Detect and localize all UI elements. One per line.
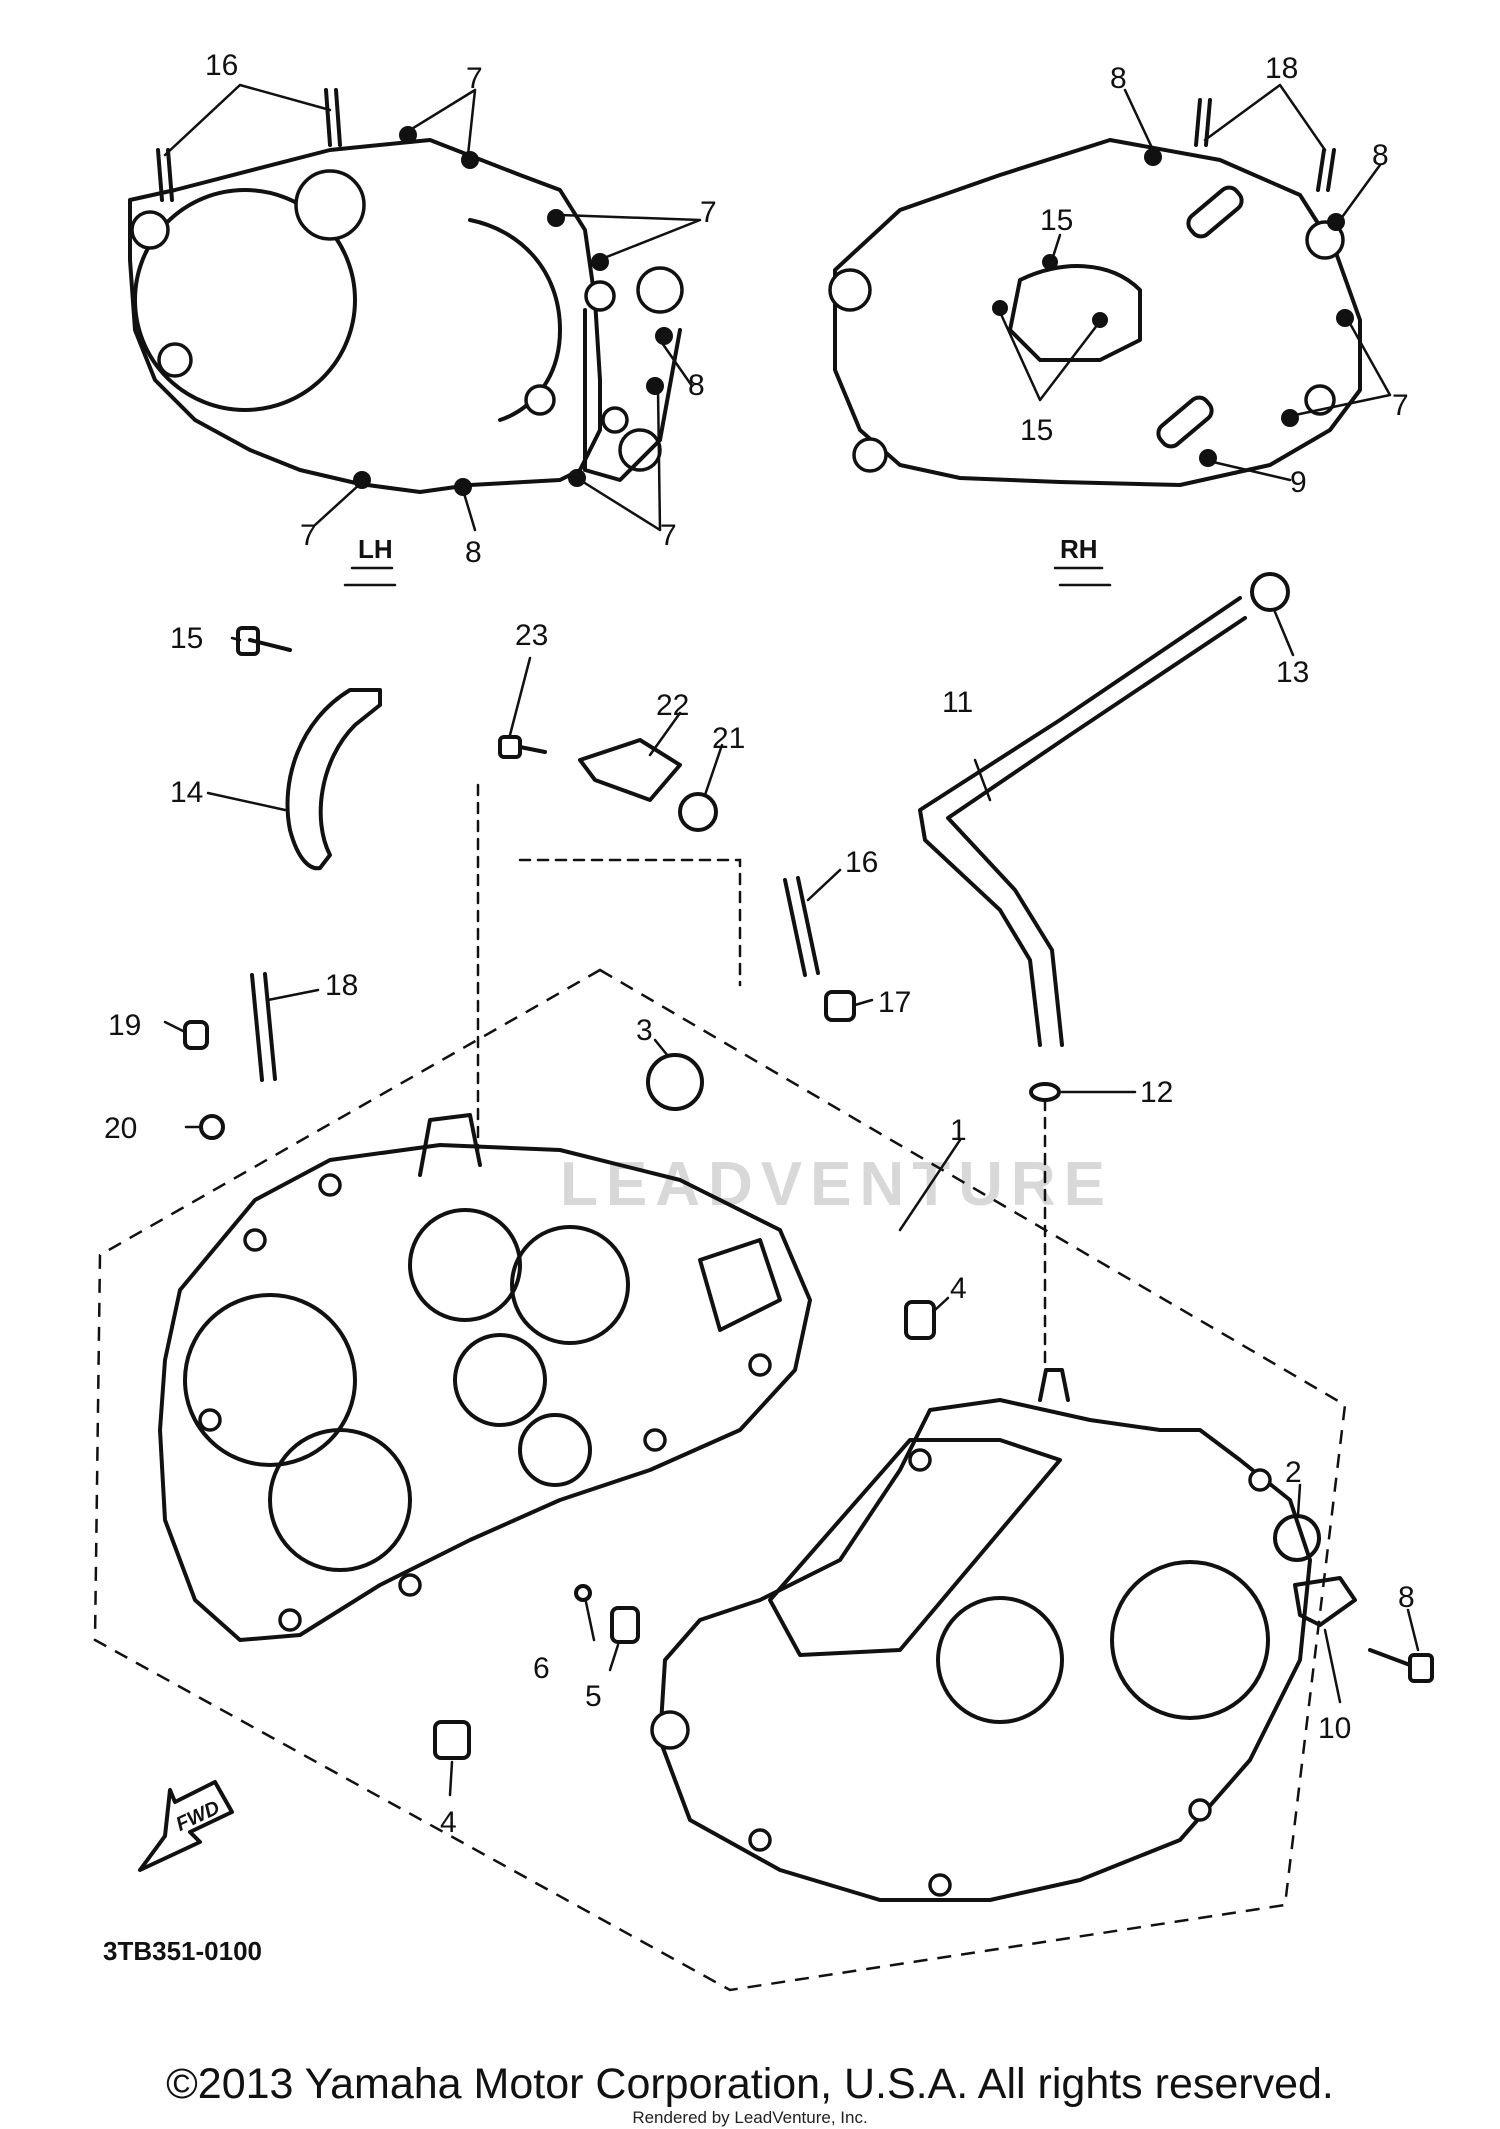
left-crankcase-half: [158, 1113, 812, 1642]
fwd-arrow: FWD: [138, 1780, 234, 1872]
callout-18: 18: [1265, 52, 1298, 85]
diagram-code: 3TB351-0100: [103, 1936, 262, 1966]
callout-1: 1: [950, 1114, 967, 1147]
callout-21: 21: [712, 722, 745, 755]
callout-8: 8: [1110, 62, 1127, 95]
callout-12: 12: [1140, 1076, 1173, 1109]
rendered-by-credit: Rendered by LeadVenture, Inc.: [632, 2108, 868, 2127]
callout-11: 11: [942, 686, 973, 719]
callout-15: 15: [1020, 414, 1053, 447]
callout-8: 8: [465, 536, 482, 569]
callout-20: 20: [104, 1112, 137, 1145]
assembly-boundary: [93, 968, 1347, 1992]
copyright-notice: ©2013 Yamaha Motor Corporation, U.S.A. A…: [166, 2060, 1334, 2108]
lh-crankcase-view: [128, 88, 684, 496]
callout-18: 18: [325, 969, 358, 1002]
lh-leader-lines: [163, 83, 702, 587]
callout-16: 16: [205, 49, 238, 82]
lower-leader-lines: [163, 610, 1420, 1797]
callout-15: 15: [170, 622, 203, 655]
small-parts: [183, 572, 1434, 1760]
callout-23: 23: [515, 619, 548, 652]
rh-view-label: RH: [1060, 534, 1098, 564]
callout-19: 19: [108, 1009, 141, 1042]
callout-4: 4: [950, 1272, 967, 1305]
rh-crankcase-view: [828, 98, 1362, 487]
callout-22: 22: [656, 689, 689, 722]
right-crankcase-half: [650, 1368, 1312, 1902]
callout-6: 6: [533, 1652, 550, 1685]
callout-10: 10: [1318, 1712, 1351, 1745]
callout-14: 14: [170, 776, 203, 809]
callout-7: 7: [300, 519, 317, 552]
rh-leader-lines: [998, 83, 1392, 587]
callout-9: 9: [1290, 466, 1307, 499]
watermark-text: LEADVENTURE: [560, 1150, 1113, 1219]
callout-3: 3: [636, 1014, 653, 1047]
callout-17: 17: [878, 986, 911, 1019]
callout-7: 7: [660, 519, 677, 552]
callout-16: 16: [845, 846, 878, 879]
lh-view-label: LH: [358, 534, 393, 564]
callout-15: 15: [1040, 204, 1073, 237]
callout-2: 2: [1285, 1456, 1302, 1489]
callout-8: 8: [688, 369, 705, 402]
callout-8: 8: [1398, 1581, 1415, 1614]
callout-5: 5: [585, 1680, 602, 1713]
callout-8: 8: [1372, 139, 1389, 172]
callout-7: 7: [1392, 389, 1409, 422]
callout-4: 4: [440, 1806, 457, 1839]
callout-13: 13: [1276, 656, 1309, 689]
callout-7: 7: [466, 62, 483, 95]
callout-7: 7: [700, 196, 717, 229]
